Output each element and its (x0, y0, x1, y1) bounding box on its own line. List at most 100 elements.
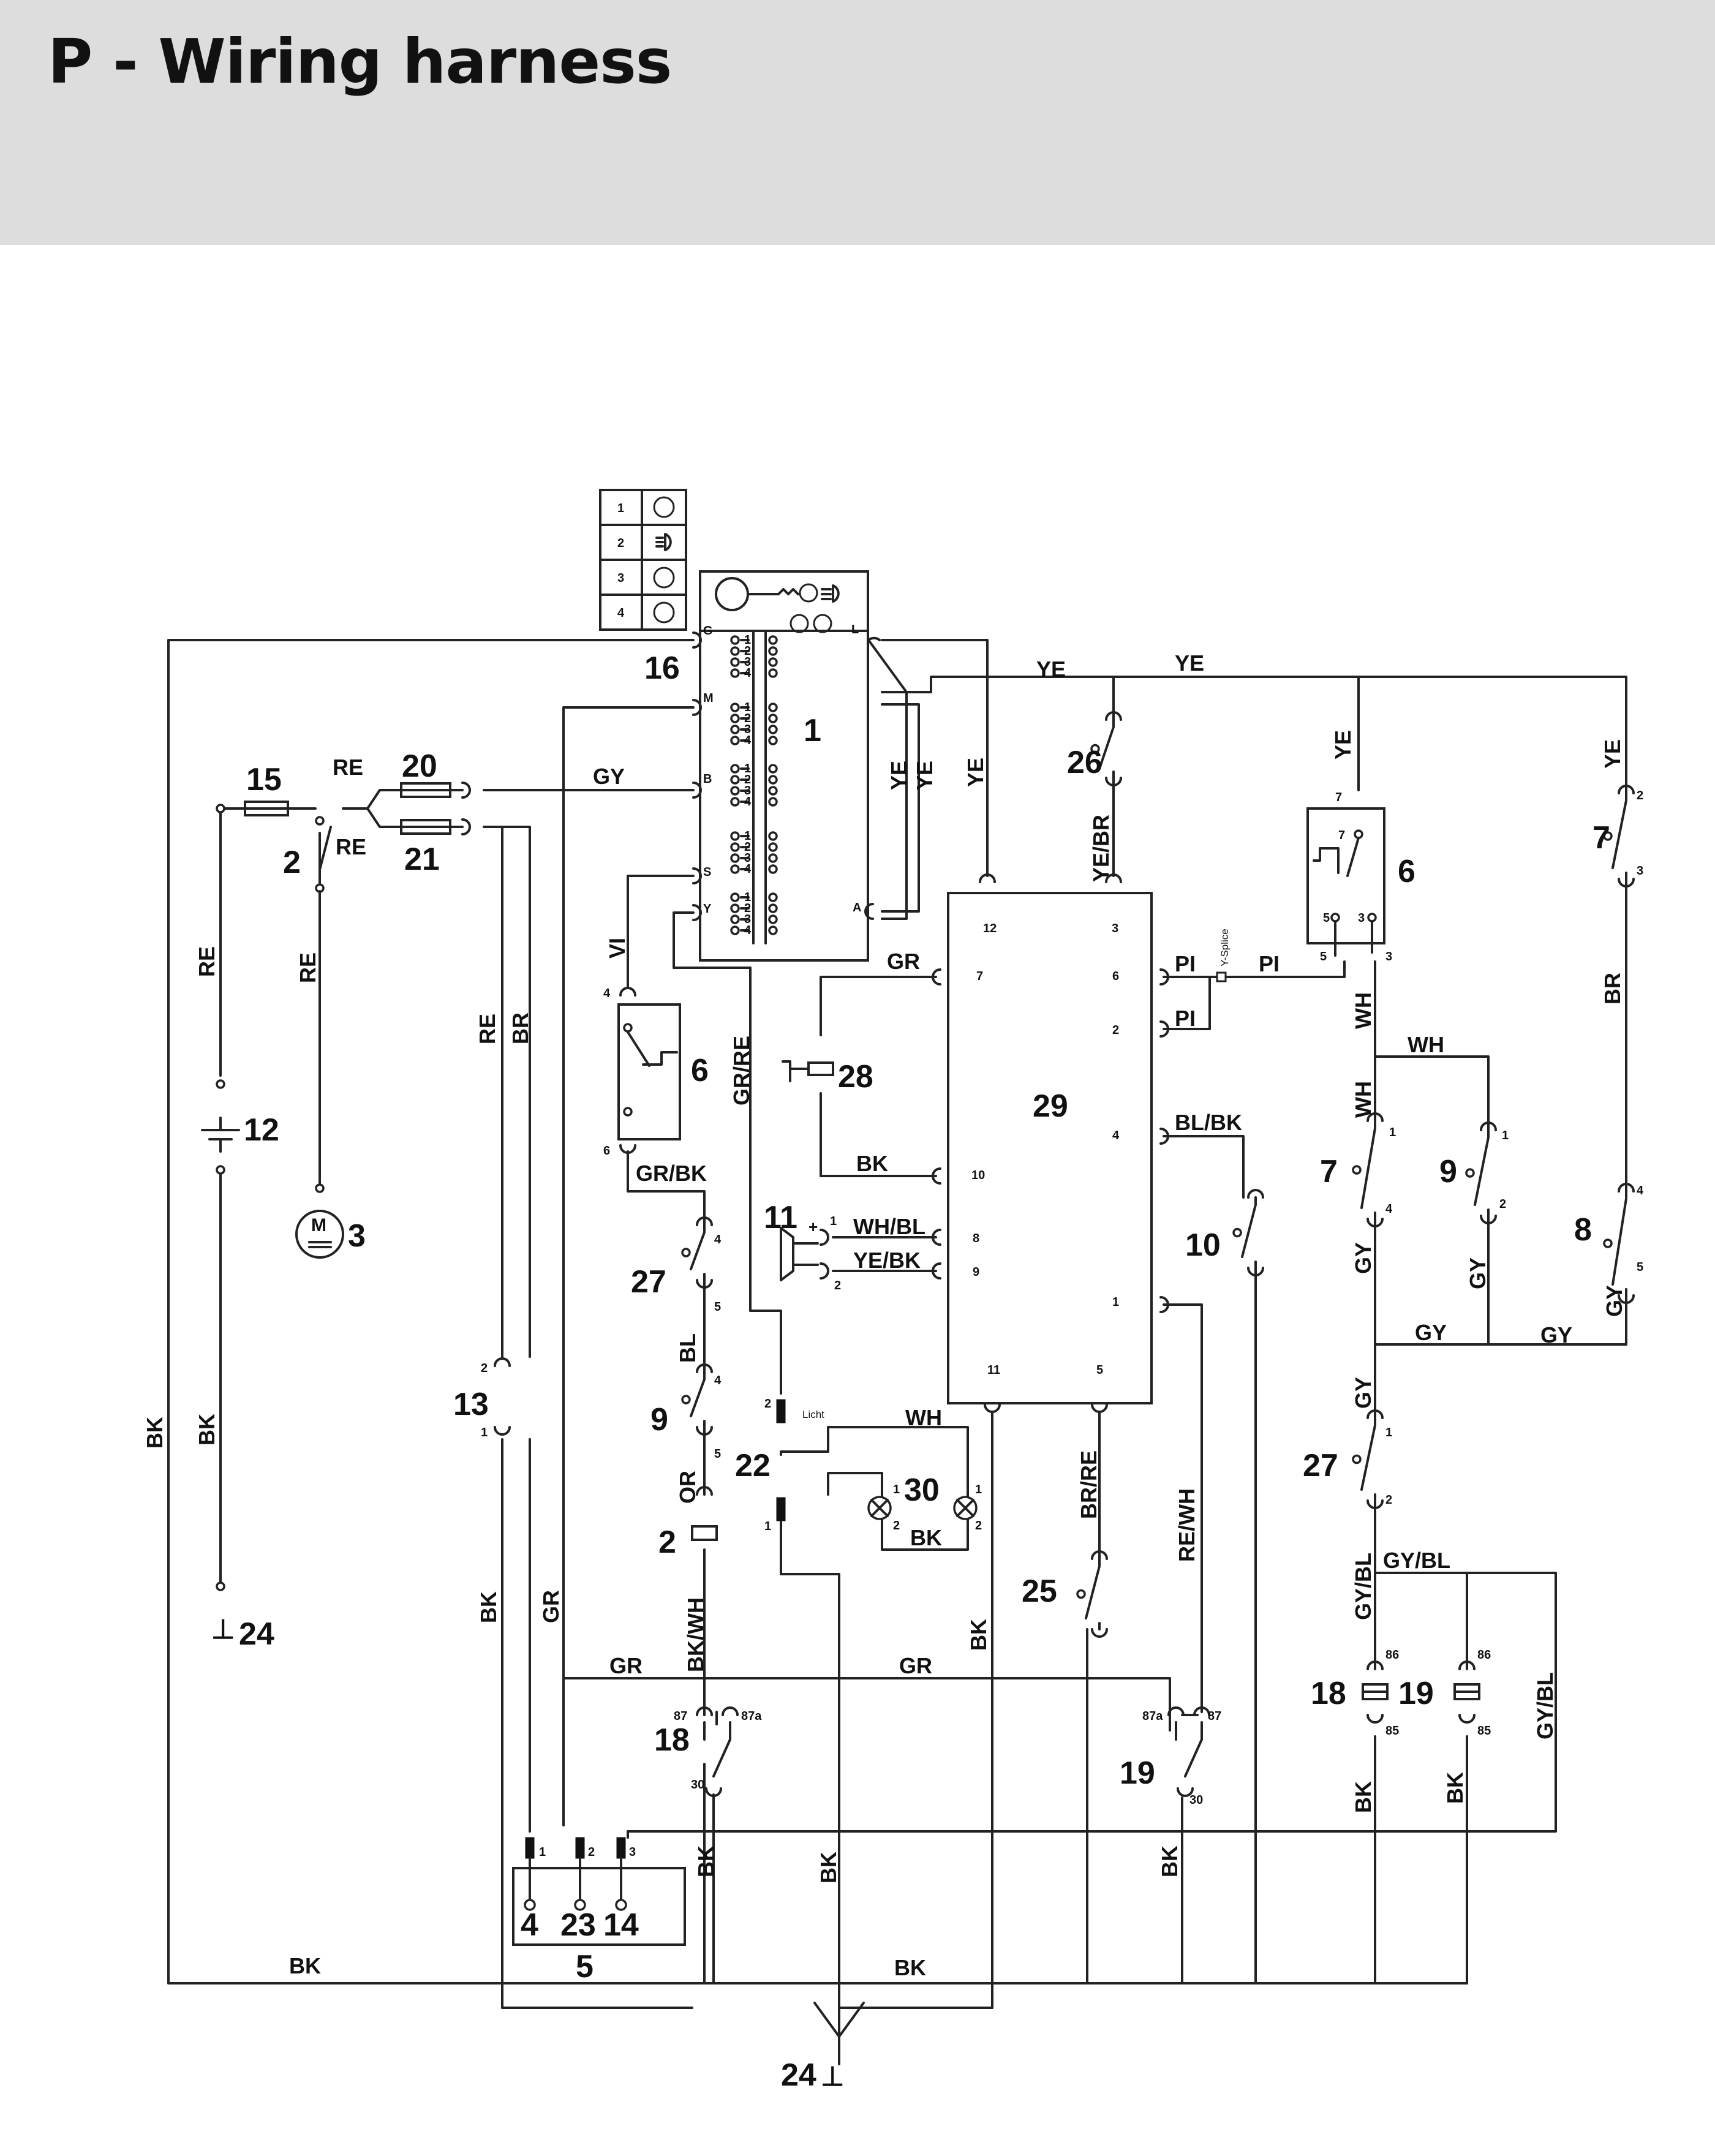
pin-5-sw6r-b: 5 (1320, 950, 1327, 963)
pin-3-sw7r: 3 (1637, 864, 1643, 878)
contact-dot (768, 736, 778, 745)
pin-2-terminal: 2 (588, 1845, 595, 1859)
pin-86-r19: 86 (1477, 1648, 1491, 1662)
hour-meter-2-symbol (691, 1486, 718, 1541)
contact-number: 4 (744, 924, 752, 937)
pin-1-plug22: 1 (764, 1520, 771, 1533)
pin-2-lamp-r: 2 (975, 1519, 982, 1532)
pin-label-M: M (703, 692, 714, 705)
component-label-6-left: 6 (691, 1053, 709, 1088)
switch-6-left-symbol (617, 987, 681, 1154)
switch-27-right-symbol (1352, 1409, 1384, 1509)
contact-dot (768, 797, 778, 807)
pin-87-r18: 87 (674, 1709, 687, 1723)
pin-1-lamp-r: 1 (975, 1483, 982, 1496)
fuse-21-terminal (461, 818, 471, 835)
pin-10: 10 (971, 1169, 985, 1182)
contact-dot (768, 764, 778, 774)
contact-dot (768, 892, 778, 902)
terminal-block: 1 2 3 4 23 14 5 (512, 1837, 686, 1985)
contact-dot (768, 646, 778, 656)
switch-9-right-symbol (1465, 1121, 1497, 1224)
contact-dot (730, 864, 740, 874)
legend-row-3-number: 3 (617, 571, 624, 585)
wire-label-BK-lamp: BK (910, 1525, 942, 1550)
pin-2-sw7r: 2 (1637, 789, 1643, 802)
svg-text:+: + (809, 1218, 818, 1236)
fuse-20-terminal (461, 782, 471, 799)
connector-pin-6 (1159, 968, 1169, 986)
pin-4-sw27: 4 (714, 1233, 722, 1246)
contact-dot (730, 657, 740, 667)
wire-label-YE-2: YE (1175, 650, 1204, 676)
connector-pin-S (692, 867, 702, 884)
wire-label-GY-BL-h: GY/BL (1383, 1548, 1450, 1573)
wire-label-YE-1: YE (1036, 657, 1066, 682)
svg-text:M: M (311, 1215, 326, 1235)
contact-dot (768, 842, 778, 852)
solenoid-28-symbol (782, 1060, 834, 1082)
component-label-18-left: 18 (654, 1722, 690, 1758)
pin-label-G: G (703, 624, 713, 638)
wire-label-GR-RE: GR/RE (729, 1036, 754, 1106)
component-label-7-left: 7 (1320, 1154, 1338, 1189)
contact-dot (730, 635, 740, 645)
contact-dot (730, 925, 740, 935)
connector-pin-7 (932, 968, 941, 986)
pin-label-L: L (851, 623, 859, 636)
pin-1-terminal: 1 (539, 1845, 546, 1859)
component-label-28: 28 (838, 1059, 873, 1095)
pin-label-B: B (703, 772, 712, 786)
wire-label-BR-v1: BR (508, 1012, 533, 1044)
switch-25-symbol (1076, 1550, 1108, 1638)
pin-7-sw6r: 7 (1338, 829, 1345, 842)
contact-dot (730, 892, 740, 902)
wire-label-GY-v2: GY (1465, 1257, 1490, 1289)
wire-label-BK-bottom1: BK (289, 1953, 321, 1978)
contact-dot (768, 668, 778, 678)
contact-number: 1 (744, 701, 751, 714)
contact-dot (730, 853, 740, 863)
wire-label-GY-bus1: GY (1415, 1320, 1447, 1345)
wire-label-YE-v3: YE (963, 758, 988, 787)
wire-label-BK-28: BK (856, 1151, 888, 1176)
contact-dot (730, 903, 740, 913)
component-label-21: 21 (404, 842, 440, 877)
contact-number: 4 (744, 734, 752, 747)
component-label-16: 16 (644, 650, 680, 686)
wire-label-RE-1: RE (333, 755, 363, 780)
contact-number: 2 (744, 644, 751, 658)
wire-label-BK-v3: BK (476, 1591, 501, 1623)
wire-label-GR-h1: GR (609, 1653, 643, 1678)
wire-label-GY-v3: GY (1602, 1285, 1627, 1317)
engine-motor-symbol: M (295, 1210, 344, 1259)
pin-label-S: S (703, 865, 711, 879)
contact-dot (768, 635, 778, 645)
terminal-dot (216, 1079, 225, 1089)
contact-number: 4 (744, 795, 752, 809)
switch-27-left-symbol (681, 1216, 713, 1289)
terminal-dot (216, 1581, 225, 1591)
contact-dot (768, 657, 778, 667)
wire-label-BK-v1: BK (142, 1417, 167, 1449)
contact-number: 2 (744, 712, 751, 725)
page-title: P - Wiring harness (48, 26, 672, 97)
wires (167, 636, 1627, 2065)
relay-19-coil-symbol (1453, 1660, 1480, 1724)
wire-label-GY-BL-v1: GY/BL (1351, 1553, 1376, 1620)
wire-label-BK-bottom2: BK (894, 1955, 926, 1980)
wire-label-RE-v2: RE (295, 952, 320, 983)
contact-number: 3 (744, 913, 751, 926)
component-label-24-left: 24 (239, 1616, 274, 1652)
pin-5-sw9: 5 (714, 1447, 721, 1461)
terminal-dot (216, 1165, 225, 1175)
contact-dot (768, 914, 778, 924)
connector-pin-2 (1159, 1020, 1169, 1038)
connector-pin-11 (984, 1403, 1001, 1413)
component-label-15: 15 (246, 762, 282, 797)
wire-label-BK-v8: BK (1351, 1781, 1376, 1813)
pin-numbers: 4 6 4 5 4 5 87 87a 30 87a 87 30 86 85 86… (481, 789, 1644, 1807)
